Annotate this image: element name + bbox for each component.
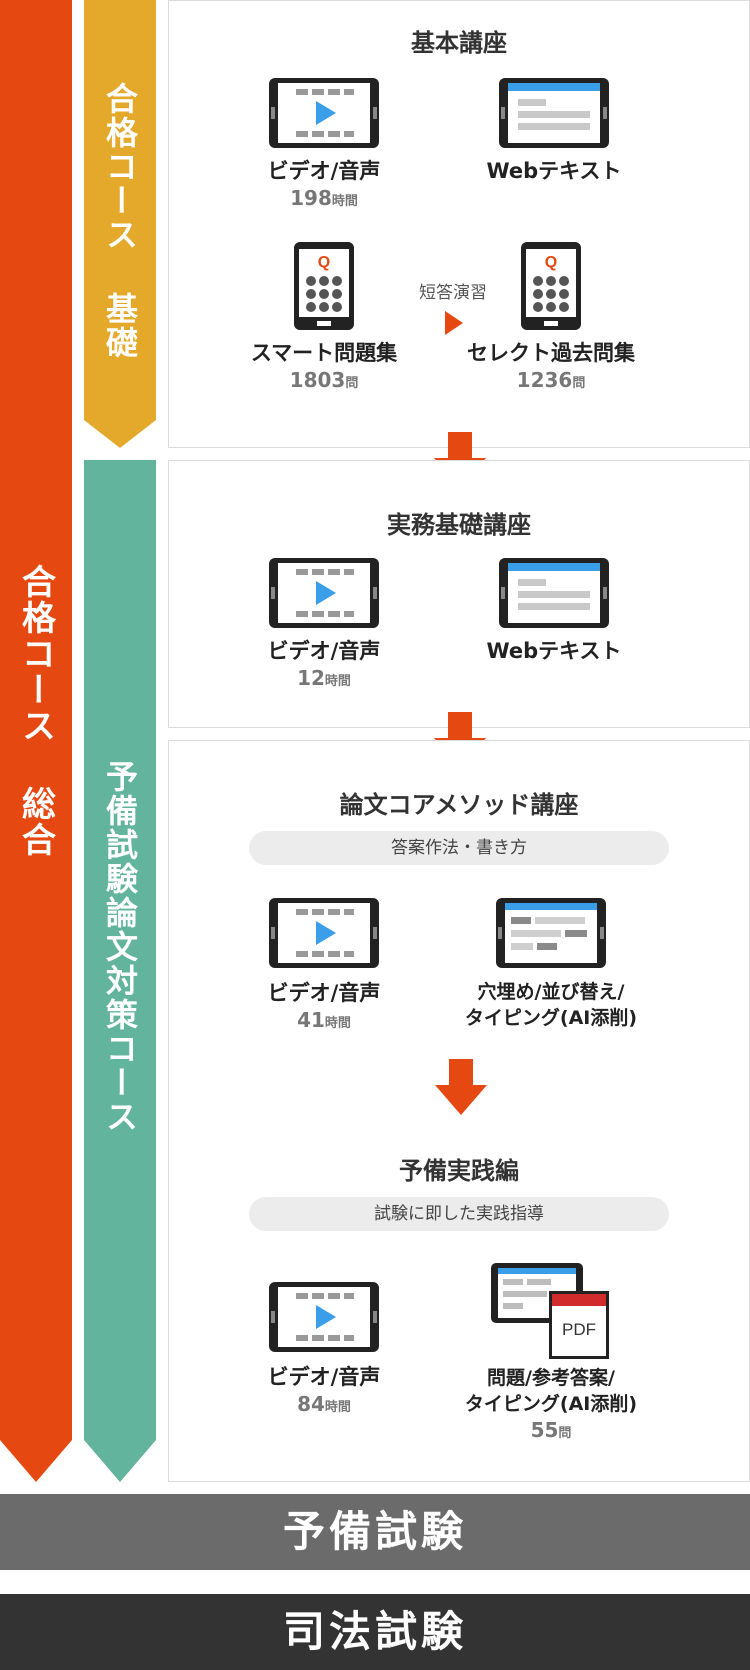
questions-unit: 問 [345, 376, 359, 391]
course-banner-yobi: 予備試験論文対策コース [84, 460, 156, 1482]
course-banner-total: 合格コース 総合 [0, 0, 72, 1482]
smartphone-quiz-icon: Q [294, 242, 354, 330]
kihon-select-count-value: 1236 [516, 368, 573, 392]
pdf-label: PDF [562, 1320, 596, 1339]
kihon-video-item: ビデオ/音声 198時間 [204, 77, 444, 215]
right-triangle-icon [445, 311, 463, 335]
video-tablet-icon [269, 78, 379, 148]
course-banner-yobi-label: 予備試験論文対策コース [101, 760, 139, 1134]
kihon-smart-count: 1803問 [204, 367, 444, 397]
yobi-jissen-video-item: ビデオ/音声 84時間 [204, 1281, 444, 1421]
pdf-document-icon: PDF [491, 1263, 609, 1359]
exam-shiho-bar: 司法試験 [0, 1594, 750, 1670]
ronbun-video-item: ビデオ/音声 41時間 [204, 897, 444, 1037]
section-title-yobi-jissen: 予備実践編 [399, 1157, 519, 1185]
kihon-video-label: ビデオ/音声 [267, 159, 381, 183]
ronbun-exercise-item: 穴埋め/並び替え/ タイピング(AI添削) [431, 897, 671, 1031]
section-title-jitsumu: 実務基礎講座 [387, 511, 531, 539]
exercise-tablet-icon [496, 898, 606, 968]
jitsumu-web-item: Webテキスト [434, 557, 674, 665]
web-text-tablet-icon [499, 558, 609, 628]
web-text-tablet-icon [499, 78, 609, 148]
yobi-jissen-pill: 試験に即した実践指導 [249, 1197, 669, 1231]
exam-yobi-bar: 予備試験 [0, 1494, 750, 1570]
jitsumu-video-item: ビデオ/音声 12時間 [204, 557, 444, 695]
section-title-ronbun: 論文コアメソッド講座 [339, 791, 579, 819]
yobi-jissen-problem-line1: 問題/参考答案/ [487, 1367, 615, 1389]
questions-unit: 問 [558, 1426, 572, 1441]
ronbun-video-label: ビデオ/音声 [267, 981, 381, 1005]
yobi-jissen-problem-item: PDF 問題/参考答案/ タイピング(AI添削) 55問 [431, 1261, 671, 1447]
smartphone-quiz-icon: Q [521, 242, 581, 330]
yobi-jissen-problem-count: 55問 [431, 1417, 671, 1447]
ronbun-exercise-line1: 穴埋め/並び替え/ [477, 981, 625, 1003]
yobi-jissen-video-label: ビデオ/音声 [267, 1365, 381, 1389]
ronbun-video-hours-value: 41 [297, 1008, 325, 1032]
ronbun-video-hours: 41時間 [204, 1007, 444, 1037]
course-banner-kiso-label: 合格コース 基礎 [101, 82, 139, 360]
questions-unit: 問 [572, 376, 586, 391]
kihon-select-label: セレクト過去問集 [467, 341, 635, 365]
jitsumu-video-label: ビデオ/音声 [267, 639, 381, 663]
yobi-jissen-problem-count-value: 55 [530, 1418, 559, 1442]
kihon-drill-label: 短答演習 [419, 283, 487, 303]
q-letter: Q [318, 254, 330, 271]
kihon-video-hours: 198時間 [204, 185, 444, 215]
yobi-jissen-problem-line2: タイピング(AI添削) [464, 1393, 638, 1415]
kihon-select-count: 1236問 [431, 367, 671, 397]
jitsumu-video-hours: 12時間 [204, 665, 444, 695]
ronbun-exercise-line2: タイピング(AI添削) [464, 1007, 638, 1029]
jitsumu-video-hours-value: 12 [297, 666, 325, 690]
hours-unit: 時間 [324, 1016, 351, 1031]
section-title-kihon: 基本講座 [411, 29, 507, 57]
jitsumu-web-label: Webテキスト [486, 639, 622, 663]
down-arrow-icon [435, 1059, 487, 1115]
kihon-video-hours-value: 198 [290, 186, 332, 210]
hours-unit: 時間 [331, 194, 358, 209]
hours-unit: 時間 [324, 1400, 351, 1415]
kihon-smart-label: スマート問題集 [250, 341, 398, 365]
panel-ronbun: 論文コアメソッド講座 答案作法・書き方 ビデオ/音声 41時間 穴埋め/並び替え… [168, 740, 750, 1482]
kihon-select-item: Q セレクト過去問集 1236問 [431, 241, 671, 397]
course-banner-total-label: 合格コース 総合 [15, 564, 56, 858]
yobi-jissen-video-hours: 84時間 [204, 1391, 444, 1421]
ronbun-pill: 答案作法・書き方 [249, 831, 669, 865]
hours-unit: 時間 [324, 674, 351, 689]
yobi-jissen-video-hours-value: 84 [297, 1392, 325, 1416]
kihon-web-item: Webテキスト [434, 77, 674, 185]
course-banner-kiso: 合格コース 基礎 [84, 0, 156, 448]
kihon-web-label: Webテキスト [486, 159, 622, 183]
video-tablet-icon [269, 558, 379, 628]
video-tablet-icon [269, 898, 379, 968]
panel-kihon: 基本講座 ビデオ/音声 198時間 Webテキスト Q [168, 0, 750, 448]
kihon-smart-item: Q スマート問題集 1803問 [204, 241, 444, 397]
q-letter: Q [545, 254, 557, 271]
panel-jitsumu: 実務基礎講座 ビデオ/音声 12時間 Webテキスト [168, 460, 750, 728]
kihon-smart-count-value: 1803 [289, 368, 346, 392]
video-tablet-icon [269, 1282, 379, 1352]
